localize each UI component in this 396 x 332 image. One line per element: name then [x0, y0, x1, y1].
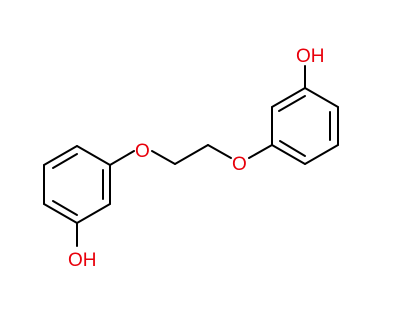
bond [271, 87, 306, 108]
atom-label-o-left: O [135, 141, 150, 162]
bond [304, 144, 339, 165]
bond [271, 144, 306, 165]
double-bond [52, 153, 78, 169]
bond [304, 87, 339, 108]
bond [76, 203, 111, 224]
atom-label-oh-bottom: OH [68, 250, 97, 271]
bond-o-left-ring [109, 150, 135, 166]
double-bond [279, 140, 306, 157]
bond [43, 203, 78, 224]
left-benzene-ring [43, 145, 111, 224]
double-bond [278, 95, 306, 112]
bond [43, 145, 78, 166]
bond-ch2-ch2 [174, 144, 209, 165]
bond-o-left-ch2 [151, 150, 176, 165]
double-bond [52, 200, 78, 216]
bond-o-right-ring [248, 144, 273, 159]
bond [76, 145, 111, 166]
bond-ch2-o-right [207, 144, 232, 159]
atom-label-o-right: O [232, 154, 247, 175]
atom-label-oh-top: OH [296, 46, 325, 67]
right-benzene-ring [271, 87, 339, 165]
